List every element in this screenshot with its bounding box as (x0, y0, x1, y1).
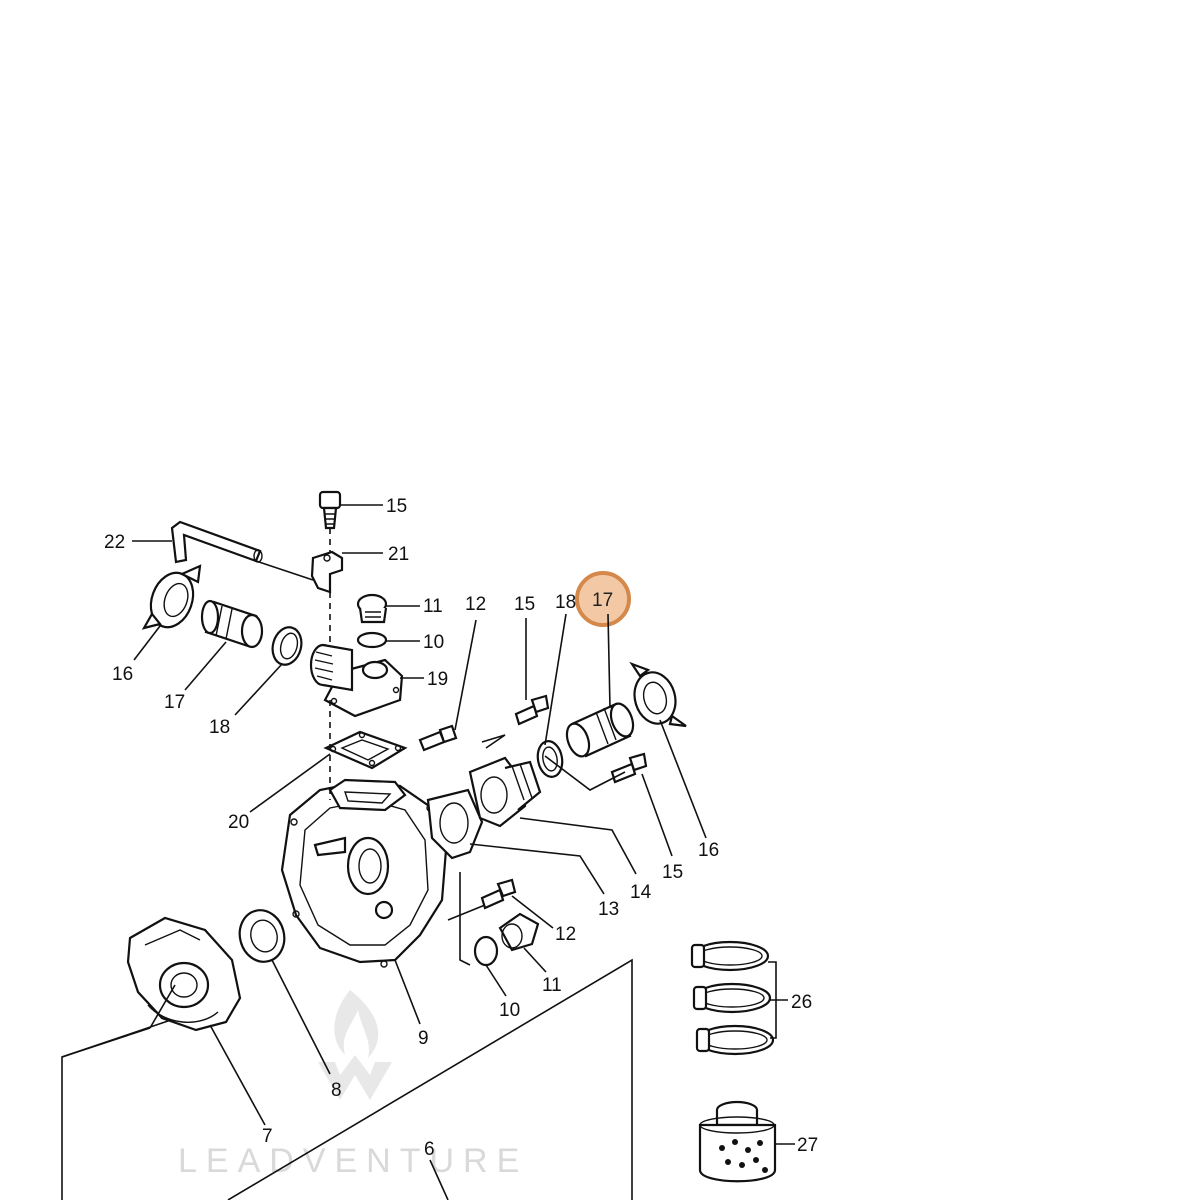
watermark-text: LEADVENTURE (178, 1142, 528, 1180)
callout-15-top[interactable]: 15 (386, 496, 407, 517)
callout-17-highlighted[interactable]: 17 (592, 590, 613, 611)
bolt-mid-part (514, 694, 550, 726)
outlet-flange-part (468, 756, 542, 828)
flange-gasket-part (426, 788, 484, 860)
callout-15-right[interactable]: 15 (662, 862, 683, 883)
hex-key-part (170, 520, 263, 564)
callout-20[interactable]: 20 (228, 812, 249, 833)
strainer-part (698, 1100, 777, 1183)
callout-18-right[interactable]: 18 (555, 592, 576, 613)
callout-6[interactable]: 6 (424, 1139, 435, 1160)
callout-15-mid[interactable]: 15 (514, 594, 535, 615)
callout-12-top[interactable]: 12 (465, 594, 486, 615)
callout-16-left[interactable]: 16 (112, 664, 133, 685)
callout-16-right[interactable]: 16 (698, 840, 719, 861)
sleeve-left-part (200, 599, 264, 649)
leader-lines (61, 504, 795, 1200)
bracket-part (310, 550, 344, 594)
callout-26[interactable]: 26 (791, 992, 812, 1013)
callout-18-left[interactable]: 18 (209, 717, 230, 738)
callout-labels: 15 21 22 11 10 19 12 15 18 17 16 17 18 2… (104, 496, 818, 1160)
callout-22[interactable]: 22 (104, 532, 125, 553)
flame-logo-icon (318, 990, 392, 1100)
highlight-marker[interactable] (575, 571, 631, 627)
callout-14[interactable]: 14 (630, 882, 652, 903)
callout-10-bottom[interactable]: 10 (499, 1000, 520, 1021)
callout-27[interactable]: 27 (797, 1135, 818, 1156)
callout-13[interactable]: 13 (598, 899, 619, 920)
oring-bottom-part (473, 935, 499, 967)
callout-7[interactable]: 7 (262, 1126, 273, 1147)
oring-top-part (356, 631, 388, 649)
callout-8[interactable]: 8 (331, 1080, 342, 1101)
callout-9[interactable]: 9 (418, 1028, 429, 1049)
ring-left-part (271, 626, 303, 666)
bolt-right-part (610, 752, 648, 784)
watermark: LEADVENTURE (178, 990, 528, 1180)
pump-case-part (280, 778, 448, 968)
wing-nut-right-part (629, 661, 687, 728)
callout-17-left[interactable]: 17 (164, 692, 185, 713)
seal-part (238, 909, 286, 963)
inlet-housing-part (309, 643, 404, 718)
cap-bottom-part (498, 912, 540, 952)
wing-nut-left-part (141, 564, 202, 630)
cap-top-part (356, 593, 388, 624)
callout-12-bottom[interactable]: 12 (555, 924, 576, 945)
gasket-part (323, 730, 408, 770)
strainer-holes-icon (719, 1139, 768, 1173)
impeller-part (126, 916, 242, 1032)
callout-11-top[interactable]: 11 (423, 596, 443, 617)
screw-top-part (418, 724, 458, 752)
callout-21[interactable]: 21 (388, 544, 409, 565)
sleeve-right-part (565, 702, 635, 758)
callout-11-bottom[interactable]: 11 (542, 975, 562, 996)
hose-clamps-part (690, 940, 775, 1056)
bolt-top-part (318, 490, 342, 530)
callout-10-top[interactable]: 10 (423, 632, 444, 653)
assembly-lines (329, 528, 626, 966)
callout-19[interactable]: 19 (427, 669, 448, 690)
screw-bottom-part (480, 878, 517, 910)
